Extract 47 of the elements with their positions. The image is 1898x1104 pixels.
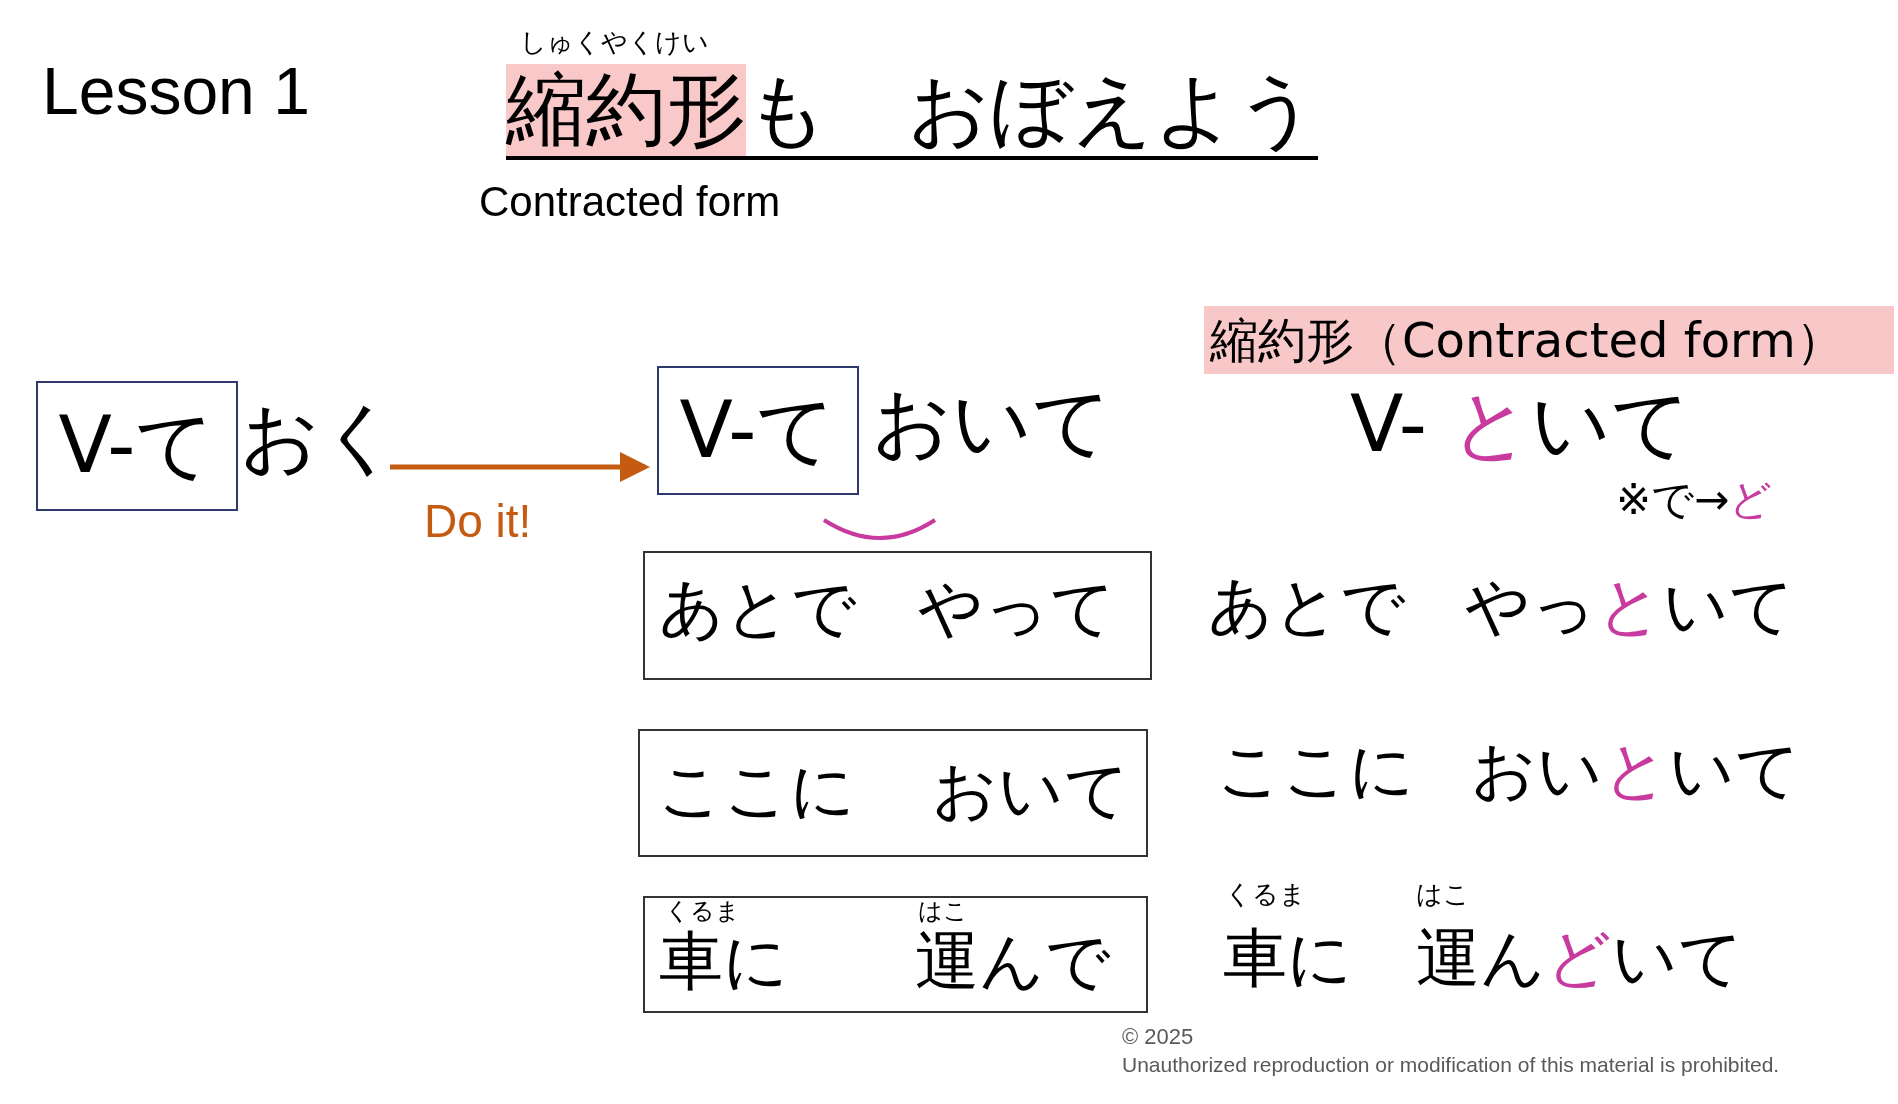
furigana: はこ: [1416, 880, 1470, 910]
furigana: しゅくやくけい: [520, 28, 709, 58]
highlight-band: [1204, 306, 1894, 374]
arrow: [390, 452, 650, 482]
pattern-box: [638, 729, 1148, 857]
title-text: 縮約形: [506, 64, 746, 160]
highlighted-kana: ど: [1546, 922, 1612, 996]
example-text: やって: [918, 573, 1116, 644]
copyright-note: Unauthorized reproduction or modification of this material is prohibited.: [1122, 1053, 1780, 1078]
example-text: V-て: [58, 403, 216, 489]
example-text: いて: [1663, 570, 1795, 644]
example-text: 運ん: [1416, 922, 1546, 996]
highlighted-kana: と: [1450, 380, 1531, 470]
pattern-box: [657, 366, 859, 495]
highlighted-kana: ど: [1729, 476, 1773, 525]
copyright-note: © 2025: [1122, 1024, 1194, 1050]
example-text: 運んで: [915, 926, 1111, 997]
pattern-box: [643, 896, 1148, 1013]
highlighted-kana: と: [1603, 734, 1669, 808]
example-text: 車に: [659, 926, 789, 997]
lesson-heading: Lesson 1: [42, 54, 310, 130]
pattern-box: [643, 551, 1152, 680]
subtitle: Contracted form: [479, 178, 781, 227]
example-text: 車に: [1223, 922, 1353, 996]
title-text: も おぼえよう: [746, 64, 1318, 160]
example-text: いて: [1669, 734, 1801, 808]
example-text: おく: [240, 395, 400, 481]
furigana: はこ: [918, 898, 968, 925]
example-text: おいて: [872, 378, 1112, 468]
example-text: あとで: [1208, 570, 1406, 644]
example-text: おい: [1471, 734, 1603, 808]
furigana: くるま: [1225, 880, 1306, 910]
example-text: いて: [1612, 922, 1744, 996]
example-text: ここに: [1217, 734, 1415, 808]
example-text: おいて: [932, 755, 1130, 826]
pattern-box: [36, 381, 238, 511]
band-text: 縮約形（Contracted form）: [1209, 313, 1844, 367]
example-text: やっ: [1465, 570, 1597, 644]
note-text: ※で→: [1616, 476, 1730, 525]
example-text: V-: [1350, 380, 1427, 470]
highlighted-kana: と: [1597, 570, 1663, 644]
edge-label: Do it!: [424, 496, 532, 547]
example-text: ここに: [658, 755, 856, 826]
example-text: V-て: [679, 387, 837, 474]
example-text: いて: [1530, 380, 1691, 470]
example-text: あとで: [659, 573, 857, 644]
furigana: くるま: [665, 898, 740, 925]
